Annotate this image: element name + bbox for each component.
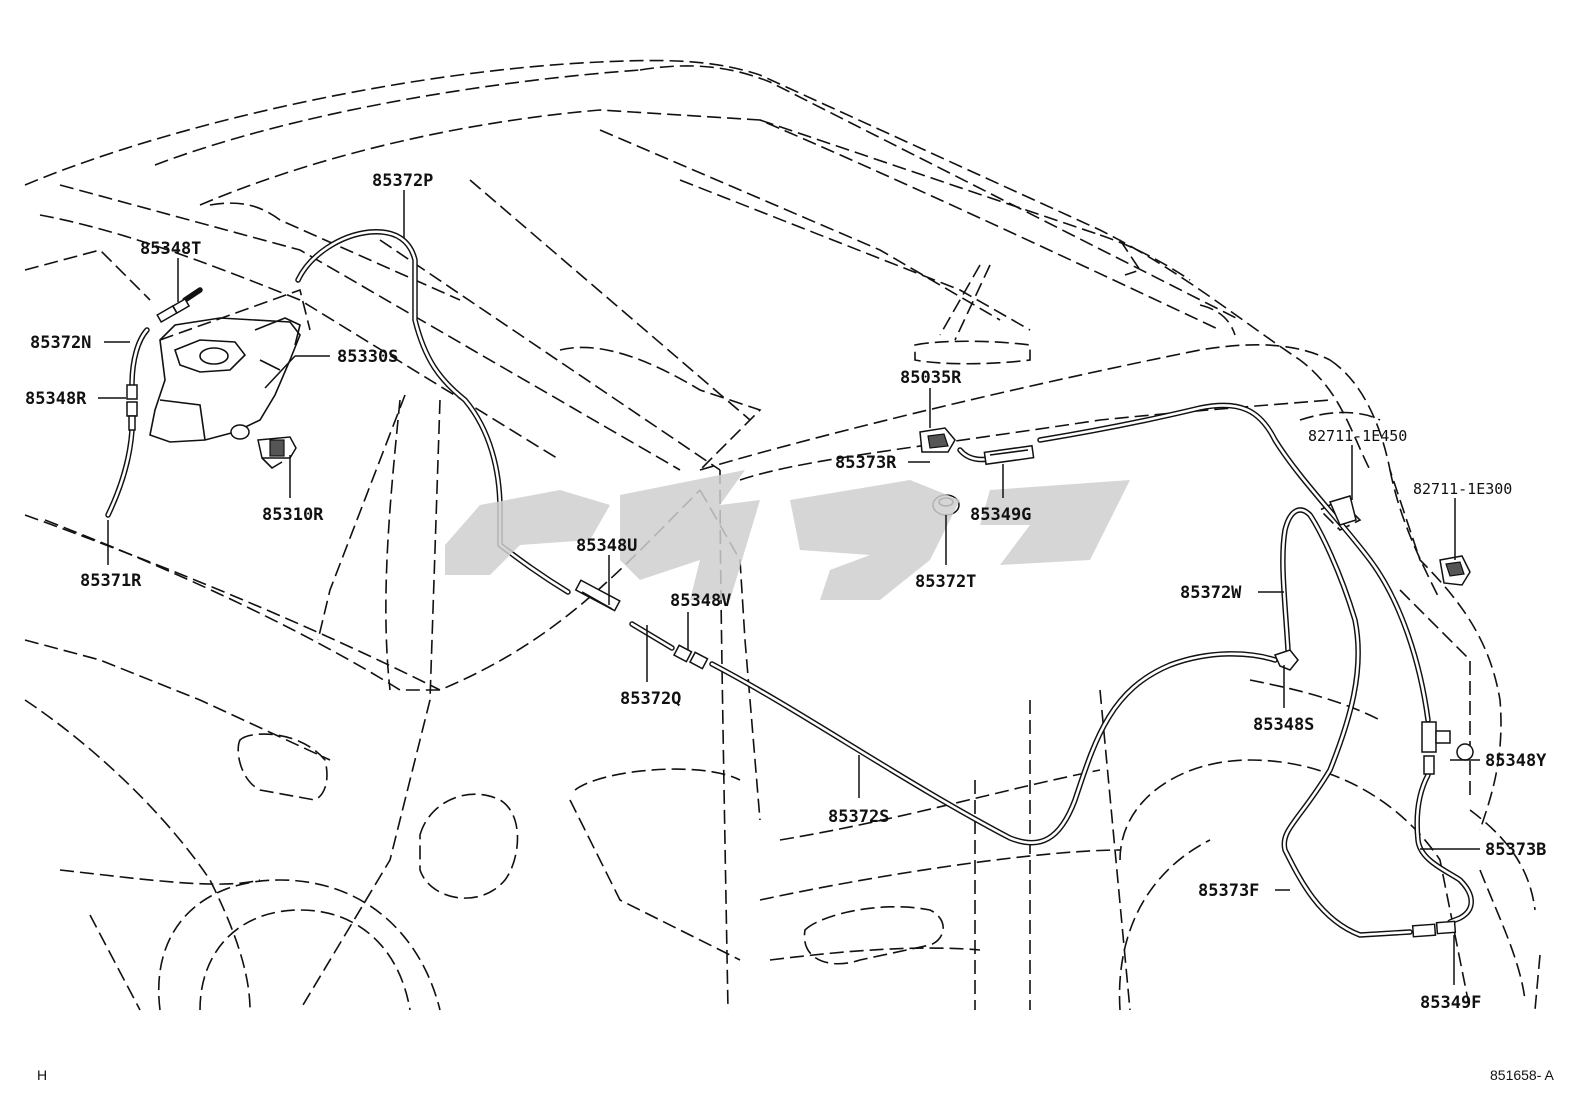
label-85348R: 85348R xyxy=(25,389,87,409)
label-85348V: 85348V xyxy=(670,591,731,611)
label-85310R: 85310R xyxy=(262,505,324,525)
label-85372S: 85372S xyxy=(828,807,889,827)
label-85372P: 85372P xyxy=(372,171,433,191)
label-85348T: 85348T xyxy=(140,239,201,259)
hose-connectors xyxy=(126,298,1457,938)
label-85372N: 85372N xyxy=(30,333,91,353)
watermark xyxy=(445,470,1130,600)
label-85372W: 85372W xyxy=(1180,583,1242,603)
label-85349G: 85349G xyxy=(970,505,1031,525)
label-85348Y: 85348Y xyxy=(1485,751,1547,771)
tank-grommet xyxy=(230,424,250,440)
label-85372T: 85372T xyxy=(915,572,976,592)
washer-tank-assembly xyxy=(149,317,301,443)
washer-pump xyxy=(257,436,297,470)
footer-left-mark: H xyxy=(37,1067,47,1083)
label-85372Q: 85372Q xyxy=(620,689,681,709)
leader-lines xyxy=(98,190,1480,985)
label-85373R: 85373R xyxy=(835,453,897,473)
label-85371R: 85371R xyxy=(80,571,142,591)
label-82711-1E450: 82711-1E450 xyxy=(1308,427,1407,445)
label-85348U: 85348U xyxy=(576,536,637,556)
part-labels: 85372P 85348T 85372N 85330S 85348R 85310… xyxy=(25,171,1547,1013)
label-85373F: 85373F xyxy=(1198,881,1259,901)
label-85330S: 85330S xyxy=(337,347,398,367)
vehicle-outline xyxy=(24,59,1541,1011)
figure-id: 851658- A xyxy=(1490,1067,1554,1083)
label-85349F: 85349F xyxy=(1420,993,1481,1013)
label-85348S: 85348S xyxy=(1253,715,1314,735)
label-85373B: 85373B xyxy=(1485,840,1546,860)
label-85035R: 85035R xyxy=(900,368,962,388)
washer-hoses xyxy=(105,229,1474,938)
label-82711-1E300: 82711-1E300 xyxy=(1413,480,1512,498)
footer: H 851658- A xyxy=(37,1067,1554,1083)
